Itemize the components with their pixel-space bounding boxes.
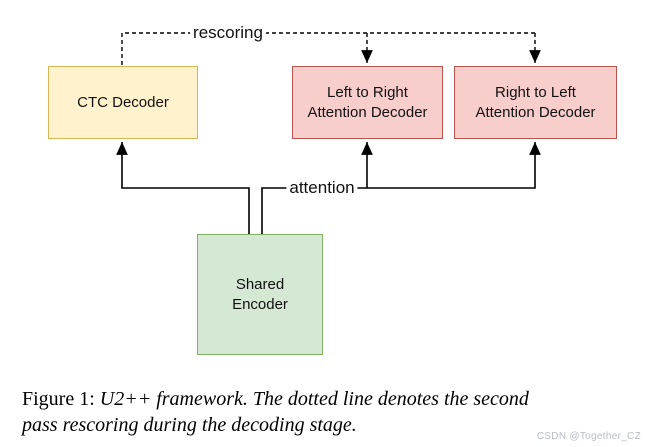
node-r2l-label-line2: Attention Decoder [475,103,596,121]
figure-caption-line2: pass rescoring during the decoding stage… [22,412,626,438]
csdn-watermark: CSDN @Together_CZ [536,431,641,442]
figure-caption-text-line1: U2++ framework. The dotted line denotes … [99,388,529,410]
node-ctc-decoder: CTC Decoder [48,66,198,139]
figure-caption: Figure 1: U2++ framework. The dotted lin… [22,386,626,439]
attention-line-to-r2l [261,142,541,234]
rescoring-dashed-line [121,32,535,65]
figure-caption-text-line2: pass rescoring during the decoding stage… [22,414,357,437]
edge-label-attention: attention [286,178,358,198]
node-encoder-label-line1: Shared [235,276,285,294]
node-right-to-left-attention-decoder: Right to Left Attention Decoder [454,66,617,139]
node-encoder-label-line2: Encoder [232,295,288,313]
edge-label-rescoring: rescoring [190,23,266,43]
node-left-to-right-attention-decoder: Left to Right Attention Decoder [292,66,443,139]
connector-lines-layer [116,32,541,234]
node-ctc-decoder-label: CTC Decoder [77,93,169,111]
node-r2l-label-line1: Right to Left [495,84,576,102]
node-l2r-label-line2: Attention Decoder [307,103,428,121]
figure-caption-line1: Figure 1: U2++ framework. The dotted lin… [22,386,626,412]
figure-caption-number: Figure 1: [22,388,95,410]
node-l2r-label-line1: Left to Right [327,84,408,102]
attention-line-to-ctc [116,142,250,234]
node-shared-encoder: Shared Encoder [197,234,323,355]
